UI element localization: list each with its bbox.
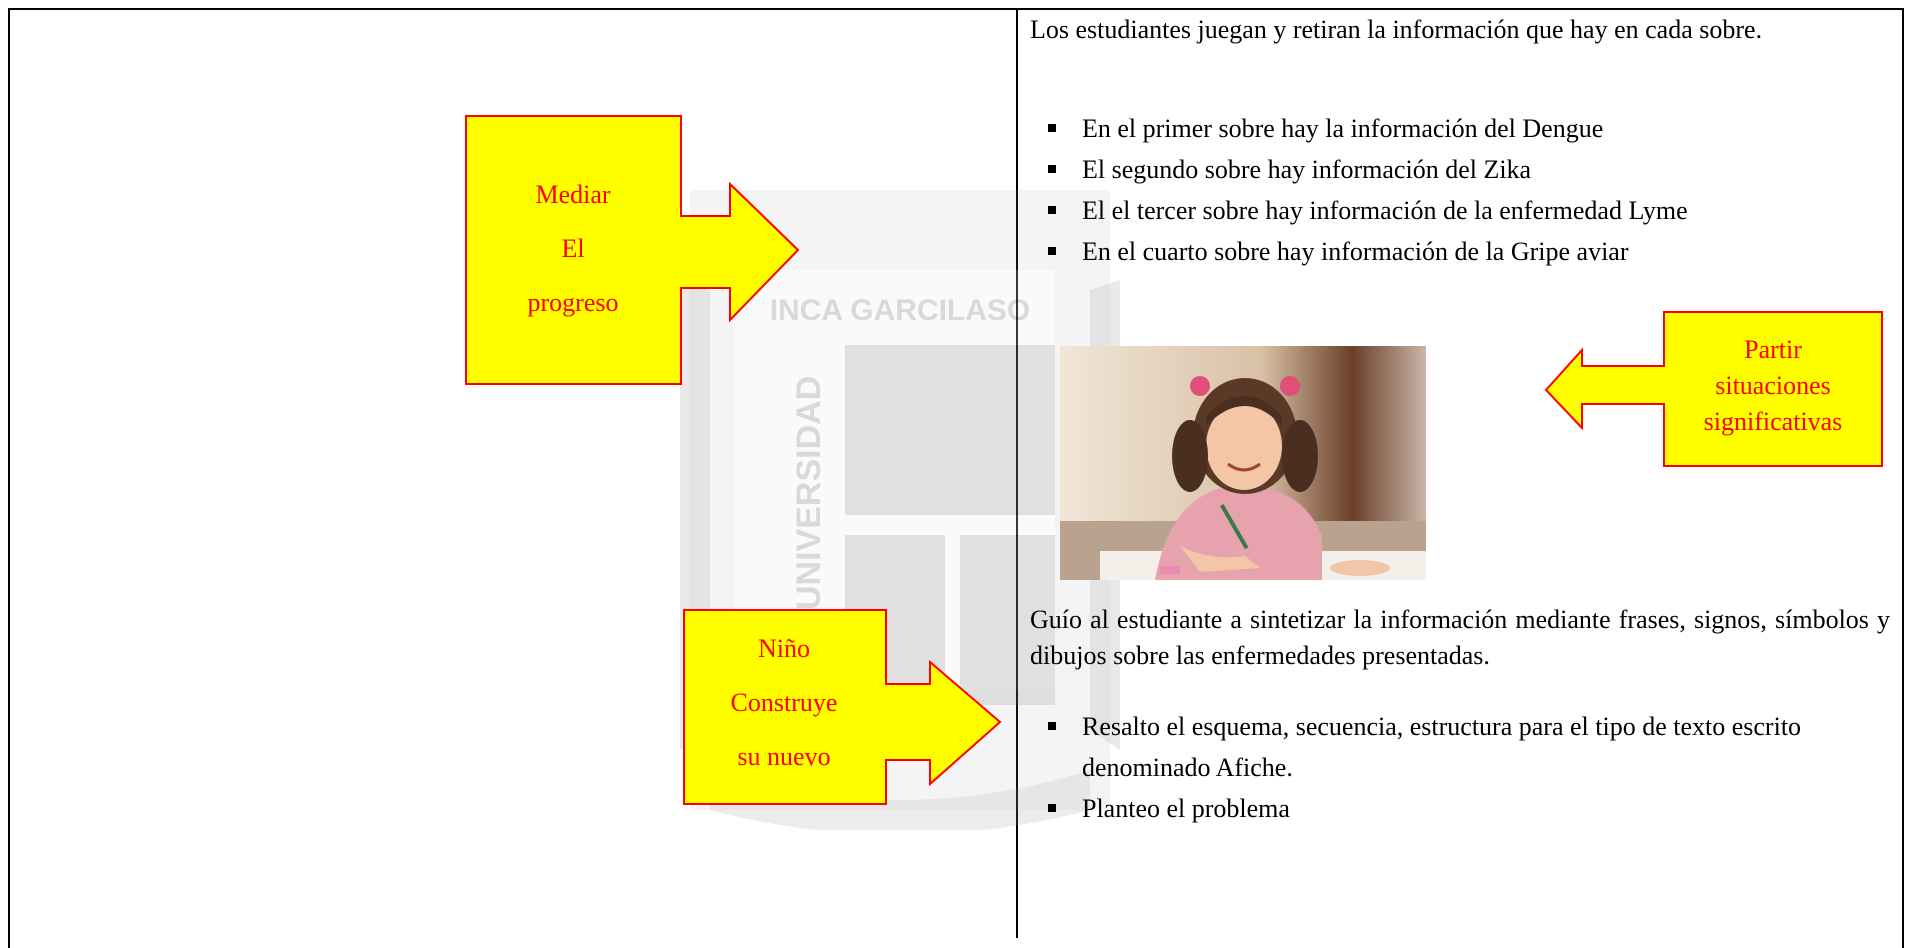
callout-mediar-line-1: Mediar	[535, 180, 611, 209]
step-item: Resalto el esquema, secuencia, estructur…	[1030, 706, 1890, 788]
callout-nino-line-3: su nuevo	[737, 742, 831, 771]
callout-nino-line-2: Construye	[730, 688, 838, 717]
guide-paragraph: Guío al estudiante a sintetizar la infor…	[1030, 605, 1890, 670]
table-frame	[8, 8, 1904, 948]
watermark-university: UNIVERSIDAD	[790, 376, 828, 610]
callout-mediar: Mediar El progreso	[464, 114, 804, 388]
callout-partir-line-2: situaciones	[1715, 371, 1831, 400]
callout-nino: Niño Construye su nuevo	[682, 608, 1004, 806]
callout-partir-line-1: Partir	[1744, 335, 1802, 364]
intro-paragraph: Los estudiantes juegan y retiran la info…	[1030, 15, 1763, 44]
envelope-item: En el primer sobre hay la información de…	[1030, 108, 1890, 149]
callout-mediar-line-2: El	[561, 234, 585, 263]
steps-list: Resalto el esquema, secuencia, estructur…	[1030, 706, 1890, 829]
step-item: Planteo el problema	[1030, 788, 1890, 829]
girl-writing-photo	[1060, 346, 1426, 580]
callout-mediar-line-3: progreso	[527, 288, 619, 317]
envelope-item: El segundo sobre hay información del Zik…	[1030, 149, 1890, 190]
callout-partir-line-3: significativas	[1703, 407, 1843, 436]
callout-partir: Partir situaciones significativas	[1544, 310, 1884, 468]
watermark-institution: INCA GARCILASO	[770, 294, 1031, 327]
envelope-item: En el cuarto sobre hay información de la…	[1030, 231, 1890, 272]
envelope-item: El el tercer sobre hay información de la…	[1030, 190, 1890, 231]
envelope-list: En el primer sobre hay la información de…	[1030, 108, 1890, 272]
column-divider	[1016, 8, 1018, 938]
callout-nino-line-1: Niño	[758, 634, 810, 663]
